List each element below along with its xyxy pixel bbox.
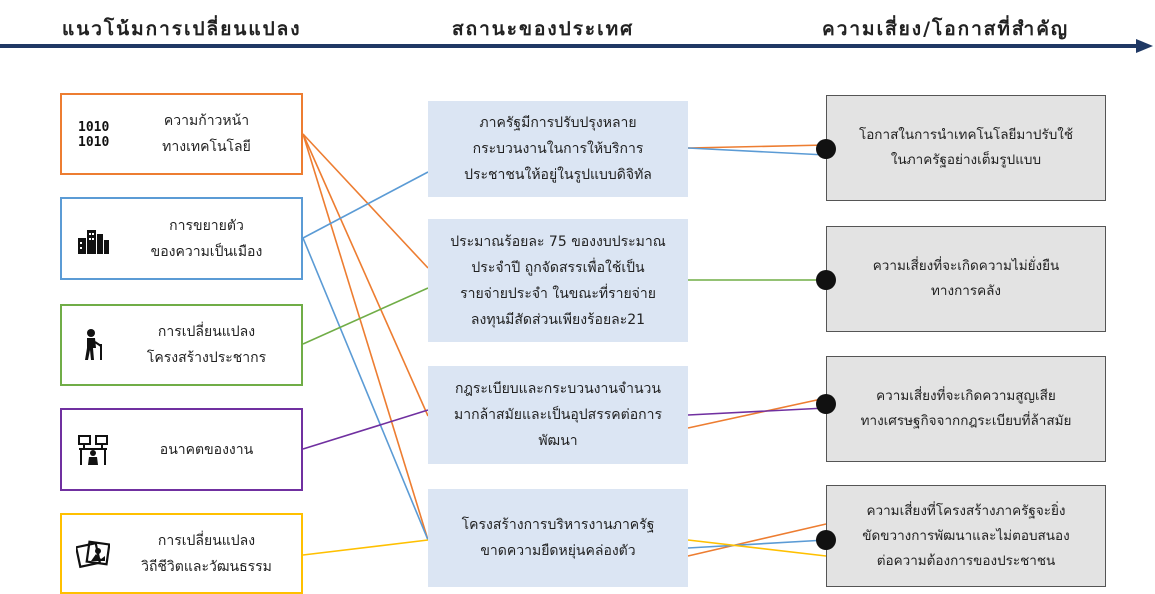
connector-dot — [816, 270, 836, 290]
trend-box-technology: 1010 1010 ความก้าวหน้าทางเทคโนโลยี — [60, 93, 303, 175]
trend-box-future-of-work: อนาคตของงาน — [60, 408, 303, 491]
connector-demo-to-status-2 — [302, 287, 429, 345]
risk-box-technology-opportunity: โอกาสในการนำเทคโนโลยีมาปรับใช้ในภาครัฐอย… — [826, 95, 1106, 201]
connector-status-4-to-risk-4-yellow — [687, 539, 827, 557]
risk-box-economic-loss: ความเสี่ยงที่จะเกิดความสูญเสียทางเศรษฐกิ… — [826, 356, 1106, 462]
svg-text:1010: 1010 — [78, 135, 109, 150]
connector-urban-to-status-4 — [302, 237, 429, 541]
connector-dot — [816, 394, 836, 414]
connector-status-3-to-risk-3 — [687, 397, 827, 429]
trend-box-urbanization: การขยายตัวของความเป็นเมือง — [60, 197, 303, 280]
trend-label: การเปลี่ยนแปลงโครงสร้างประชากร — [146, 324, 267, 366]
trend-label: อนาคตของงาน — [159, 441, 254, 458]
trend-label: ความก้าวหน้าทางเทคโนโลยี — [162, 113, 251, 155]
status-box-regulation: กฎระเบียบและกระบวนงานจำนวนมากล้าสมัยและเ… — [428, 366, 688, 464]
connector-urban-to-status-1 — [302, 171, 429, 239]
header-arrow — [0, 39, 1153, 53]
connector-life-to-status-4 — [302, 539, 429, 556]
connector-tech-to-status-2 — [302, 133, 429, 269]
city-buildings-icon — [78, 229, 109, 254]
header-status: สถานะของประเทศ — [452, 18, 635, 40]
connector-tech-to-status-3 — [302, 133, 429, 417]
status-box-digital: ภาครัฐมีการปรับปรุงหลายกระบวนงานในการให้… — [428, 101, 688, 197]
status-box-structure: โครงสร้างการบริหารงานภาครัฐขาดความยืดหยุ… — [428, 489, 688, 587]
connector-tech-to-status-4 — [302, 133, 429, 541]
trend-box-lifestyle: การเปลี่ยนแปลงวิถีชีวิตและวัฒนธรรม — [60, 513, 303, 594]
header-trends: แนวโน้มการเปลี่ยนแปลง — [62, 18, 302, 40]
trend-label: การขยายตัวของความเป็นเมือง — [150, 217, 263, 260]
binary-code-icon: 1010 1010 — [78, 120, 109, 150]
header-risks: ความเสี่ยง/โอกาสที่สำคัญ — [822, 18, 1070, 40]
trend-label: การเปลี่ยนแปลงวิถีชีวิตและวัฒนธรรม — [141, 532, 272, 575]
connector-status-4-to-risk-4-blue — [687, 539, 827, 549]
elderly-person-icon — [85, 329, 102, 360]
connector-dot — [816, 530, 836, 550]
connector-status-4-to-risk-4 — [687, 523, 827, 557]
status-box-budget: ประมาณร้อยละ 75 ของงบประมาณประจำปี ถูกจั… — [428, 219, 688, 342]
connector-status-1-to-risk-1 — [687, 144, 827, 149]
workers-network-icon — [78, 434, 108, 465]
risk-box-fiscal: ความเสี่ยงที่จะเกิดความไม่ยั่งยืนทางการค… — [826, 226, 1106, 332]
trend-box-demographics: การเปลี่ยนแปลงโครงสร้างประชากร — [60, 304, 303, 386]
connector-work-to-status-3 — [302, 409, 429, 450]
connector-status-1-to-risk-1-blue — [687, 147, 827, 156]
connector-status-3-to-risk-3-purple — [687, 407, 827, 416]
svg-text:1010: 1010 — [78, 120, 109, 135]
photo-frames-icon — [76, 539, 110, 568]
risk-box-structure: ความเสี่ยงที่โครงสร้างภาครัฐจะยิ่งขัดขวา… — [826, 485, 1106, 587]
connector-dot — [816, 139, 836, 159]
